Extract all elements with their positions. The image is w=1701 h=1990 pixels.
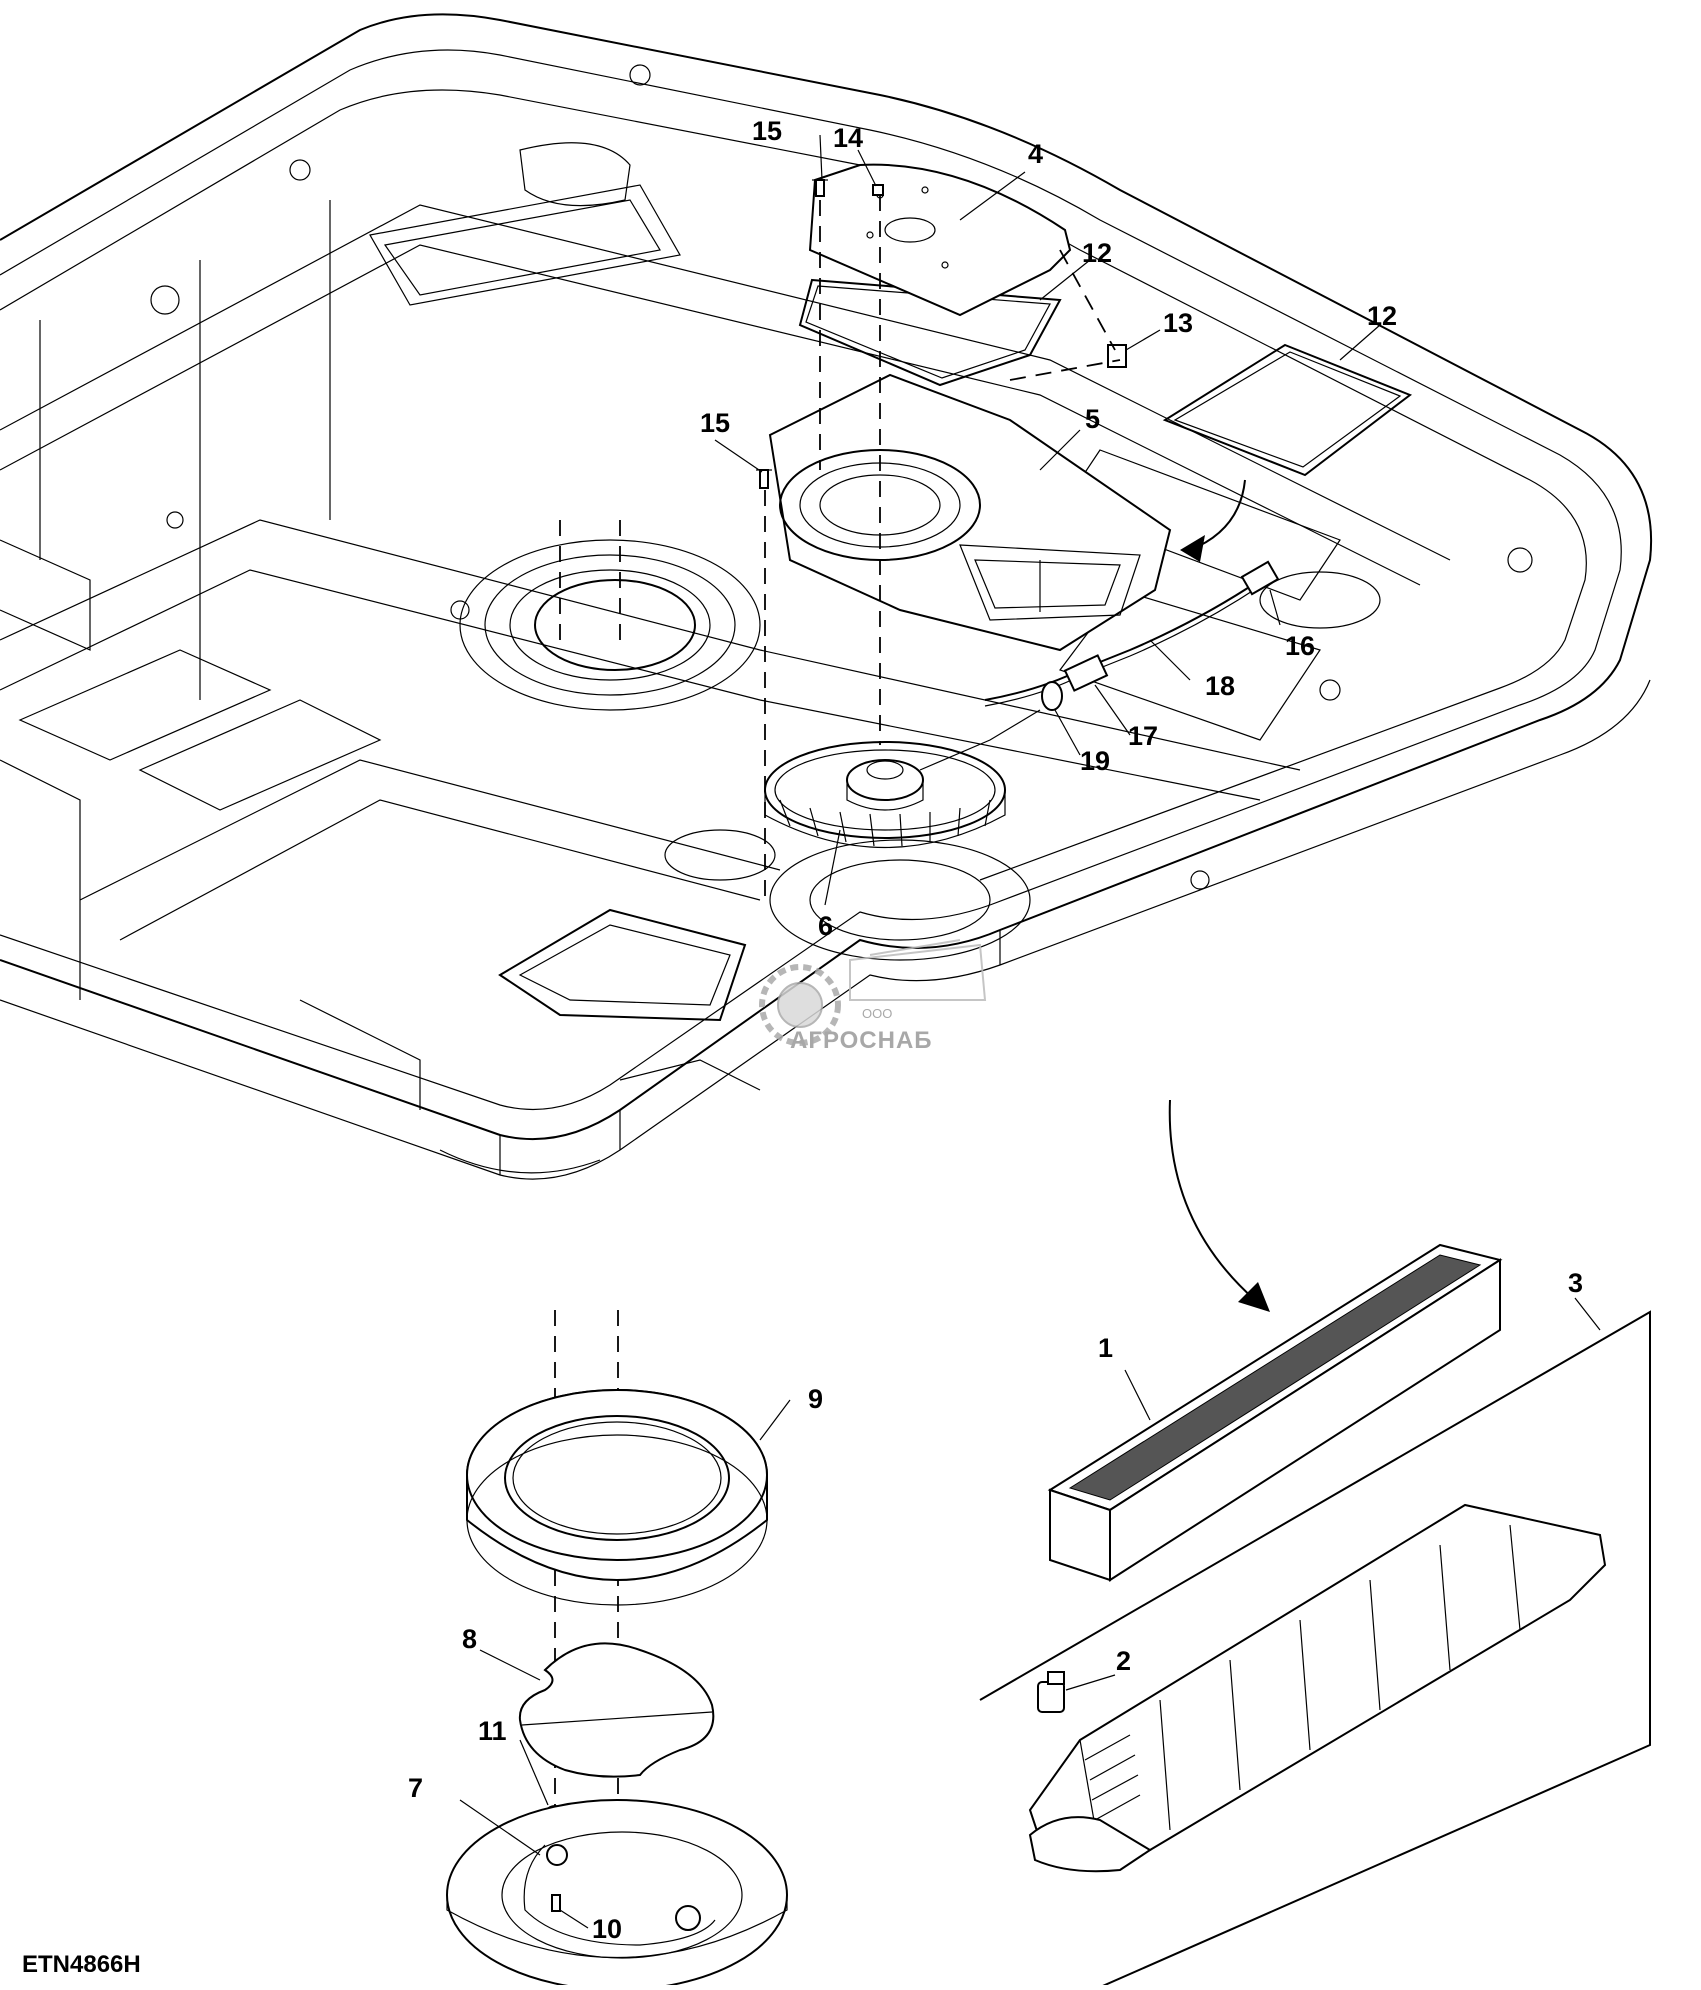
filter-disc xyxy=(518,1642,715,1778)
callout-13: 13 xyxy=(1163,308,1193,338)
callout-17: 17 xyxy=(1128,721,1158,751)
connector-17 xyxy=(1063,654,1109,692)
callout-6: 6 xyxy=(818,911,833,941)
watermark-prefix: ООО xyxy=(862,1006,892,1021)
blower-housing xyxy=(768,373,1172,652)
cab-roof-housing xyxy=(0,13,1653,1180)
filter-housing-panel xyxy=(979,1310,1651,1990)
callouts: 1 2 3 4 5 6 7 8 9 10 11 12 12 13 14 15 1… xyxy=(408,116,1583,1944)
callout-10: 10 xyxy=(592,1914,622,1944)
callout-3: 3 xyxy=(1568,1268,1583,1298)
callout-12-left: 12 xyxy=(1082,238,1112,268)
leader-lines xyxy=(459,134,1601,1929)
callout-5: 5 xyxy=(1085,404,1100,434)
watermark-name: АГРОСНАБ xyxy=(790,1027,933,1054)
callout-12-right: 12 xyxy=(1367,301,1397,331)
screw-10 xyxy=(551,1894,561,1912)
blower-cover-plate xyxy=(808,163,1072,317)
callout-9: 9 xyxy=(808,1384,823,1414)
callout-16: 16 xyxy=(1285,631,1315,661)
callout-18: 18 xyxy=(1205,671,1235,701)
recirculation-base-plate xyxy=(446,1799,788,1990)
callout-7: 7 xyxy=(408,1773,423,1803)
clip-13 xyxy=(1107,344,1127,368)
blower-wheel-motor xyxy=(764,709,1041,848)
callout-2: 2 xyxy=(1116,1646,1131,1676)
direction-arrow-lower xyxy=(1168,1099,1270,1312)
direction-arrow-upper xyxy=(1180,479,1246,562)
screw-15-mid xyxy=(756,469,772,489)
fresh-air-filter xyxy=(1047,1243,1503,1582)
callout-8: 8 xyxy=(462,1624,477,1654)
callout-1: 1 xyxy=(1098,1333,1113,1363)
seal-12-right xyxy=(1162,343,1413,477)
sensor-2 xyxy=(1037,1671,1065,1713)
connector-16 xyxy=(1240,560,1280,596)
callout-14: 14 xyxy=(833,123,863,153)
callout-4: 4 xyxy=(1028,139,1043,169)
callout-15-top: 15 xyxy=(752,116,782,146)
callout-11: 11 xyxy=(478,1716,507,1746)
nut-14 xyxy=(872,184,884,196)
grommet-19 xyxy=(1041,681,1063,711)
watermark-logo: ООО АГРОСНАБ xyxy=(759,939,987,1054)
seal-12-left xyxy=(798,278,1062,387)
wire-harness-18 xyxy=(984,579,1261,707)
screw-15-top xyxy=(812,179,828,197)
recirculation-filter-ring xyxy=(466,1389,768,1606)
figure-id: ETN4866H xyxy=(22,1951,141,1978)
callout-19: 19 xyxy=(1080,746,1110,776)
callout-15-mid: 15 xyxy=(700,408,730,438)
